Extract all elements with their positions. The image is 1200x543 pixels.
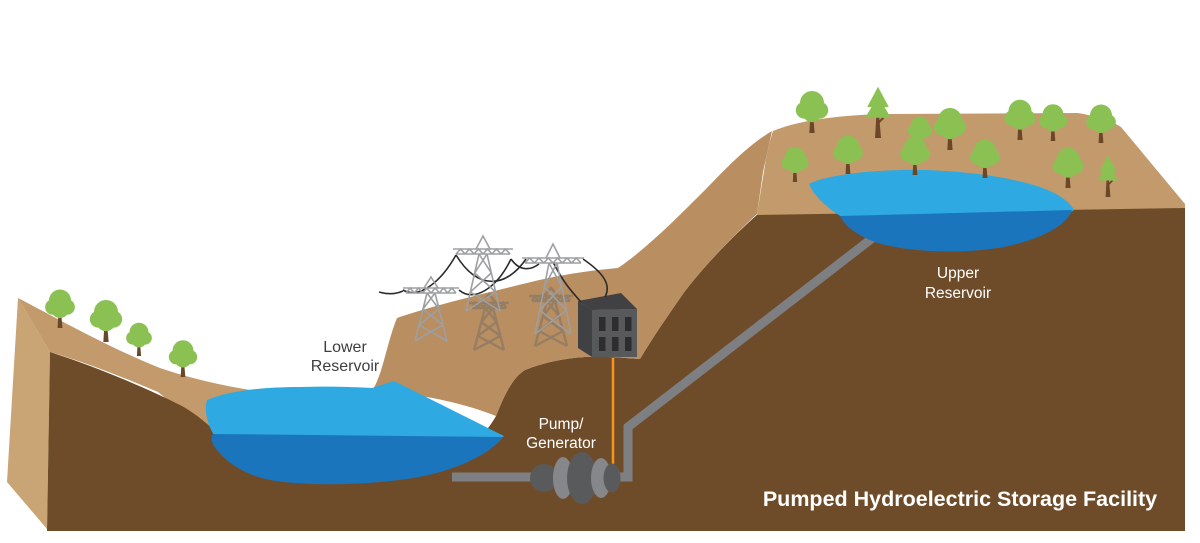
transmission-tower-icon <box>403 275 459 342</box>
tree-icon <box>795 91 829 133</box>
tree-icon <box>1052 147 1084 188</box>
tree-icon <box>781 147 809 182</box>
tower-shadow <box>469 292 509 352</box>
tree-icon <box>45 289 75 328</box>
conifer-tree-icon <box>1097 155 1119 197</box>
upper-reservoir-surface <box>809 169 1074 217</box>
power-line-wire <box>458 258 512 296</box>
lower-reservoir-surface <box>205 381 504 439</box>
powerhouse-icon <box>578 293 637 357</box>
lower-reservoir-body <box>211 434 503 485</box>
upper-reservoir-label-line1: Upper <box>937 265 979 282</box>
left-hill-top-surface <box>18 298 303 442</box>
transmission-tower-icon <box>453 234 513 312</box>
power-line-wire <box>582 258 608 298</box>
diagram-title: Pumped Hydroelectric Storage Facility <box>763 487 1157 511</box>
trees <box>45 86 1119 377</box>
tree-icon <box>89 300 123 342</box>
conifer-tree-icon <box>865 86 891 138</box>
labels: Lower Reservoir Upper Reservoir Pump/ Ge… <box>311 265 1157 511</box>
lower-reservoir-label-line1: Lower <box>323 339 367 356</box>
tree-icon <box>833 135 863 174</box>
transmission-tower-icon <box>522 242 584 335</box>
upper-reservoir <box>809 169 1074 252</box>
power-line-wire <box>510 258 540 270</box>
tree-icon <box>126 322 152 356</box>
tree-icon <box>1038 104 1068 141</box>
pump-generator-label-line2: Generator <box>526 435 596 452</box>
tower-shadows <box>469 286 573 352</box>
tree-icon <box>970 139 1000 178</box>
tree-icon <box>900 136 930 175</box>
ground-cross-section <box>47 206 1185 531</box>
tree-icon <box>1004 99 1036 140</box>
left-hill-side-face <box>7 298 50 529</box>
tree-icon <box>933 108 967 150</box>
tree-icon <box>1086 104 1116 143</box>
middle-hill-slope-surface <box>372 131 772 416</box>
upper-reservoir-label-line2: Reservoir <box>925 285 991 302</box>
lower-reservoir-label-line2: Reservoir <box>311 358 380 375</box>
pump-generator-label-line1: Pump/ <box>539 416 584 433</box>
lower-reservoir <box>205 381 504 485</box>
transmission-towers <box>403 234 584 342</box>
tree-icon <box>168 340 198 377</box>
powerhouse-roof <box>578 293 637 310</box>
power-line-wire <box>378 290 404 295</box>
powerhouse-side <box>578 301 592 357</box>
pump-generator-icon <box>530 452 621 504</box>
power-line-wire <box>402 254 457 294</box>
upper-reservoir-body <box>840 210 1072 252</box>
powerhouse-windows <box>599 317 632 351</box>
tower-shadow <box>529 286 573 348</box>
